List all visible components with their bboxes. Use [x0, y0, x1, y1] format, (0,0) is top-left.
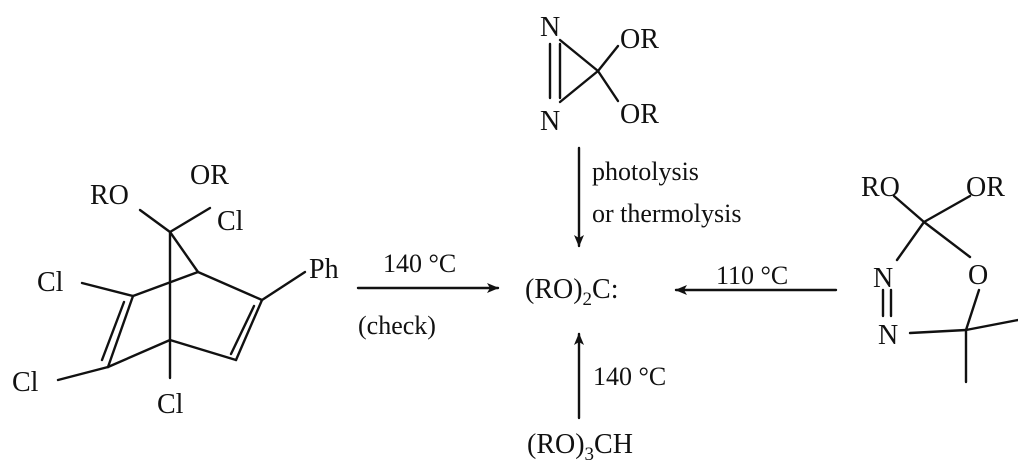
carbene-product: (RO)2C:: [525, 274, 619, 310]
bond: [196, 270, 264, 302]
carbene-formula: (RO)2C:: [525, 274, 619, 310]
arrow-from-oxadiazoline: 110 °C: [674, 261, 838, 295]
atom-label: Cl: [217, 206, 244, 237]
bond: [964, 288, 981, 332]
bond: [100, 300, 126, 362]
bond: [138, 208, 172, 234]
bond: [895, 220, 926, 262]
atom-label: O: [968, 260, 988, 291]
bond: [922, 220, 972, 259]
atom-label: Cl: [12, 367, 39, 398]
bond: [168, 230, 200, 274]
norbornadiene-structure: RO OR Cl Cl Cl Cl Ph: [12, 160, 339, 420]
bond: [922, 194, 972, 224]
bond: [892, 194, 926, 224]
atom-label: RO: [90, 180, 129, 211]
bond: [234, 298, 264, 362]
bond: [596, 44, 620, 73]
bond: [168, 338, 238, 362]
atom-label: N: [540, 106, 560, 137]
bond: [964, 318, 1018, 332]
condition-label: 140 °C: [383, 249, 456, 278]
orthoester-formula: (RO)3CH: [527, 429, 633, 463]
condition-label: (check): [358, 311, 436, 340]
atom-label: OR: [190, 160, 229, 191]
bond: [106, 338, 172, 369]
bond: [558, 69, 600, 104]
condition-label: photolysis: [592, 157, 699, 186]
bond: [558, 38, 600, 73]
arrow-from-orthoester: 140 °C: [574, 332, 666, 420]
arrow-from-norbornadiene: 140 °C (check): [356, 249, 500, 340]
atom-label: Cl: [37, 267, 64, 298]
bond: [229, 304, 256, 356]
condition-label: 140 °C: [593, 362, 666, 391]
condition-label: 110 °C: [716, 261, 788, 290]
bond: [106, 294, 135, 369]
bond: [131, 270, 200, 298]
atom-label: Cl: [157, 389, 184, 420]
atom-label: N: [873, 263, 893, 294]
bond: [596, 69, 620, 103]
bond: [168, 206, 212, 234]
atom-label: Ph: [309, 254, 339, 285]
diazirine-structure: N N OR OR: [540, 12, 659, 137]
condition-label: or thermolysis: [592, 199, 742, 228]
bond: [908, 328, 968, 335]
atom-label: N: [878, 320, 898, 351]
arrow-from-diazirine: photolysis or thermolysis: [574, 146, 742, 248]
bond: [80, 281, 135, 298]
atom-label: OR: [966, 172, 1005, 203]
atom-label: OR: [620, 99, 659, 130]
bond: [260, 270, 307, 302]
atom-label: N: [540, 12, 560, 43]
orthoester-reagent: (RO)3CH: [527, 429, 633, 463]
oxadiazoline-structure: RO OR N N O: [861, 172, 1018, 384]
bond: [56, 365, 110, 382]
atom-label: RO: [861, 172, 900, 203]
atom-label: OR: [620, 24, 659, 55]
